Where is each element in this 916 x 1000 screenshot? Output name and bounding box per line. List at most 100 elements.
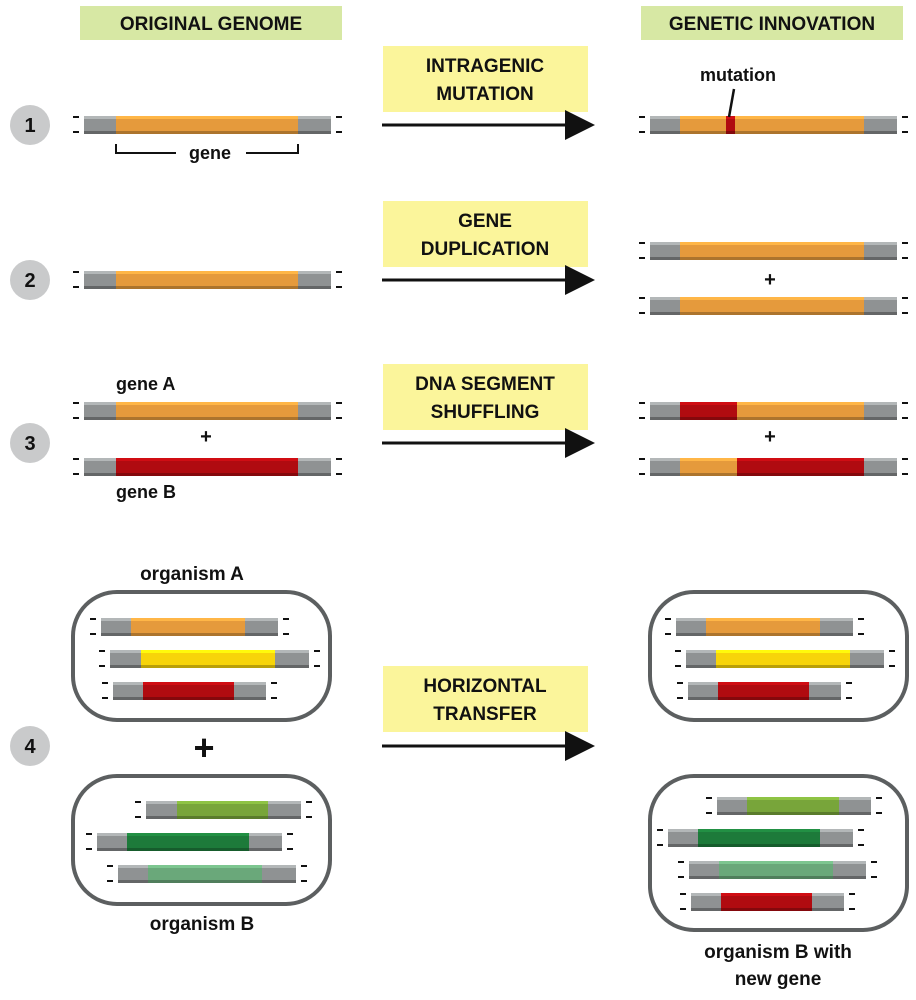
gene-segment [680, 297, 864, 315]
gene-segment-highlight [680, 458, 737, 461]
gene-segment-shadow [706, 633, 820, 636]
gene-segment-shadow [141, 665, 275, 668]
genetic-innovation-header-bg [641, 6, 903, 40]
dna-row3-shuffled1 [639, 402, 908, 420]
dna-row1-mutated [639, 116, 908, 134]
gene-segment-highlight [116, 458, 298, 461]
process-box-4 [383, 666, 588, 732]
gene-segment [148, 865, 262, 883]
gene-segment-highlight [726, 116, 735, 119]
gene-segment [127, 833, 249, 851]
gene-segment-highlight [737, 402, 864, 405]
dna-row3-shuffled2 [639, 458, 908, 476]
organism-a-gene-1 [90, 618, 289, 636]
dna-row2-original [73, 271, 342, 289]
dna-row2-copy1 [639, 242, 908, 260]
gene-segment [716, 650, 850, 668]
process-box-3 [383, 364, 588, 430]
gene-segment [177, 801, 268, 819]
organism-b-new-gene-4 [680, 893, 855, 911]
gene-segment [719, 861, 833, 879]
gene-segment-shadow [737, 473, 864, 476]
gene-segment-highlight [116, 116, 298, 119]
gene-bracket-gap [176, 140, 246, 164]
gene-segment [726, 116, 735, 134]
gene-segment-highlight [706, 618, 820, 621]
process-4-line1: HORIZONTAL [423, 676, 547, 697]
gene-segment [141, 650, 275, 668]
dna-row1-original [73, 116, 342, 134]
gene-segment-shadow [127, 848, 249, 851]
gene-segment-shadow [726, 131, 735, 134]
gene-segment-highlight [148, 865, 262, 868]
gene-a-label: gene A [116, 374, 175, 394]
gene-segment-shadow [143, 697, 234, 700]
gene-segment-highlight [680, 242, 864, 245]
gene-segment-highlight [716, 650, 850, 653]
gene-segment-highlight [680, 116, 864, 119]
gene-segment-highlight [127, 833, 249, 836]
process-3-line1: DNA SEGMENT [415, 374, 555, 395]
gene-segment-highlight [177, 801, 268, 804]
gene-segment-highlight [116, 402, 298, 405]
dna-row3-gene-a [73, 402, 342, 420]
mutation-pointer [727, 88, 736, 118]
organism-b-gene-2 [86, 833, 293, 851]
gene-segment [737, 402, 864, 420]
process-box-1 [383, 46, 588, 112]
process-3-line2: SHUFFLING [431, 402, 540, 423]
gene-segment-highlight [737, 458, 864, 461]
gene-segment-shadow [698, 844, 820, 847]
gene-segment-highlight [680, 402, 737, 405]
gene-segment-shadow [718, 697, 809, 700]
gene-segment-highlight [718, 682, 809, 685]
gene-segment-shadow [747, 812, 839, 815]
gene-segment [680, 458, 737, 476]
organism-a-gene-3 [102, 682, 277, 700]
step-1-badge: 1 [10, 105, 50, 145]
organism-a-label: organism A [140, 564, 244, 585]
gene-segment-shadow [680, 257, 864, 260]
gene-segment-highlight [143, 682, 234, 685]
organism-b-label: organism B [150, 914, 255, 935]
gene-segment-shadow [116, 473, 298, 476]
gene-segment-shadow [131, 633, 245, 636]
gene-segment-shadow [737, 417, 864, 420]
gene-segment-shadow [716, 665, 850, 668]
organism-a-result-gene-2 [675, 650, 895, 668]
gene-segment [721, 893, 812, 911]
organism-a-capsule [71, 590, 332, 722]
organism-a-result-gene-1 [665, 618, 864, 636]
dna-row2-copy2 [639, 297, 908, 315]
organism-b-new-gene-2 [657, 829, 864, 847]
original-genome-header: ORIGINAL GENOME [120, 14, 302, 35]
gene-segment-highlight [698, 829, 820, 832]
organism-b-new-label-line2: new gene [735, 969, 822, 990]
gene-segment-highlight [719, 861, 833, 864]
process-box-2 [383, 201, 588, 267]
process-4-line2: TRANSFER [433, 704, 537, 725]
step-4-badge: 4 [10, 726, 50, 766]
organism-a-gene-2 [99, 650, 320, 668]
step-3-number: 3 [24, 433, 35, 455]
step-1-circle [10, 105, 50, 145]
step-4-circle [10, 726, 50, 766]
gene-segment-shadow [116, 417, 298, 420]
shuffling-plus-left: + [200, 426, 212, 448]
gene-segment [116, 458, 298, 476]
step-1-number: 1 [24, 115, 35, 137]
gene-segment [116, 402, 298, 420]
organism-a-result-capsule [648, 590, 909, 722]
gene-segment [747, 797, 839, 815]
gene-segment-highlight [680, 297, 864, 300]
organism-b-new-gene-1 [706, 797, 882, 815]
gene-segment-shadow [680, 312, 864, 315]
gene-segment [131, 618, 245, 636]
process-1-line2: MUTATION [436, 84, 533, 105]
step-3-badge: 3 [10, 423, 50, 463]
gene-b-label: gene B [116, 482, 176, 502]
gene-segment-shadow [719, 876, 833, 879]
step-2-badge: 2 [10, 260, 50, 300]
gene-segment-shadow [680, 417, 737, 420]
